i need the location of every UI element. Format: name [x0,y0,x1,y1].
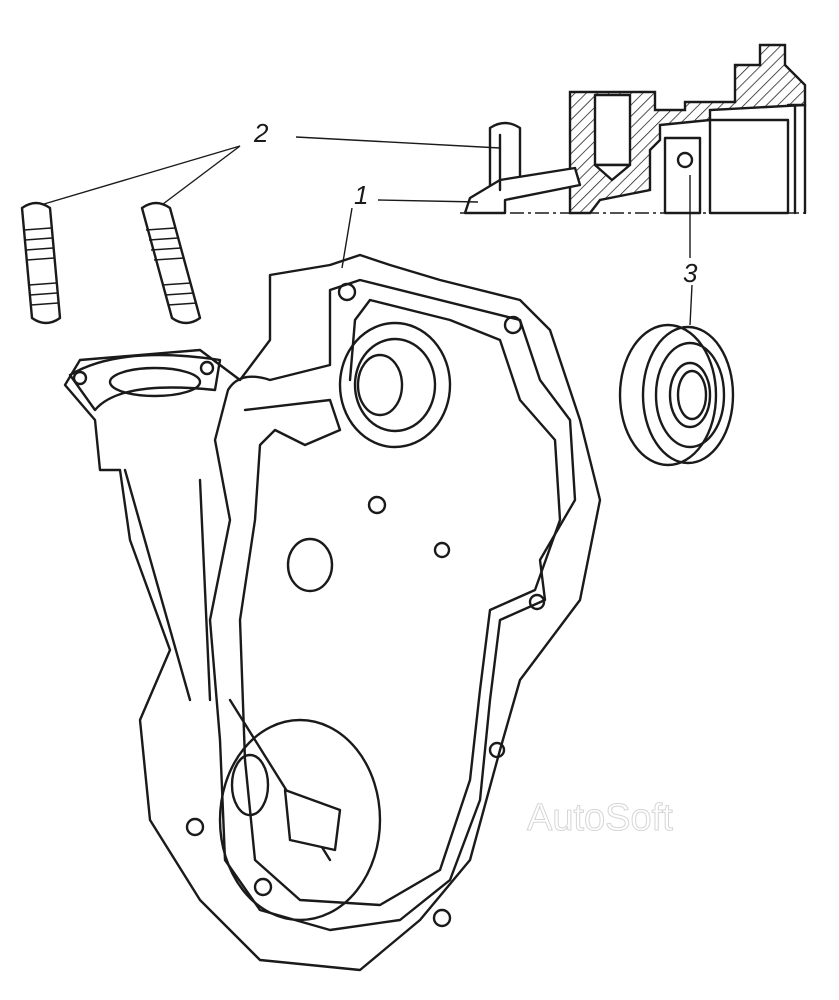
section-view [460,43,810,215]
callout-1: 1 [354,180,369,210]
stud-right [140,201,202,325]
watermark: AutoSoft [527,797,674,840]
bearing [618,323,735,467]
housing [63,253,602,972]
stud-left [20,201,62,325]
callout-2: 2 [254,118,269,148]
callout-3: 3 [683,258,698,288]
leader-lines [43,136,693,326]
